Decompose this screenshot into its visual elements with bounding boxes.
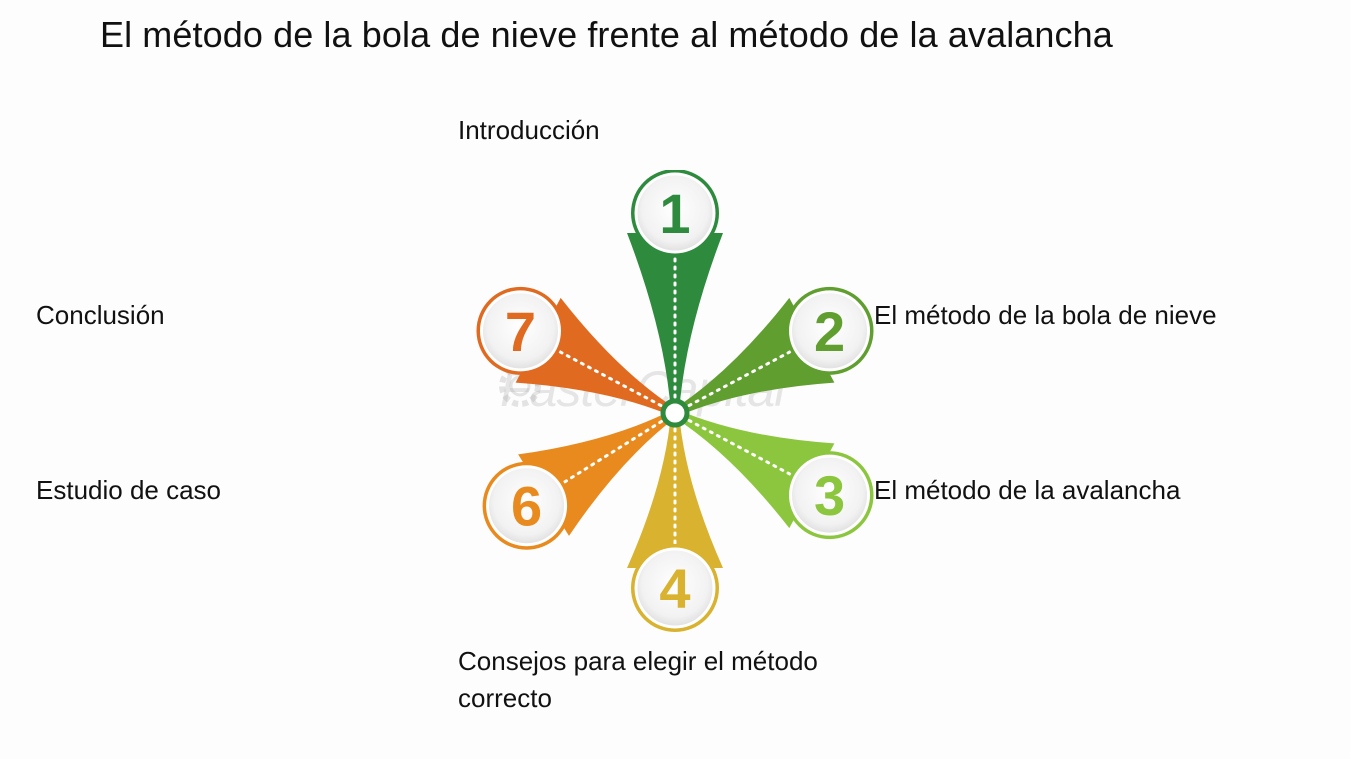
page-title: El método de la bola de nieve frente al … [100,14,1113,55]
connector-6 [559,411,677,487]
step-disc-6 [486,465,568,547]
connector-7 [554,348,677,415]
connector-3 [673,411,796,478]
step-disc-2 [789,290,871,372]
step-label-2: El método de la bola de nieve [874,300,1217,330]
step-disc-3 [789,454,871,536]
step-number-1: 1 [659,182,690,245]
petal-4 [627,413,723,568]
step-label-4: Consejos para elegir el método correcto [458,646,818,713]
step-number-2: 2 [814,300,845,363]
step-flower-diagram: 1 2 3 4 6 7 [476,170,874,632]
step-number-4: 4 [659,557,690,620]
step-number-7: 7 [505,300,536,363]
step-label-6: Estudio de caso [36,475,222,505]
step-number-6: 6 [511,475,542,538]
step-disc-7 [479,290,561,372]
step-disc-1 [634,172,716,254]
connector-2 [673,348,796,415]
step-number-3: 3 [814,464,845,527]
step-label-3: El método de la avalancha [874,475,1181,505]
step-disc-4 [634,547,716,629]
step-label-7: Conclusión [36,300,165,330]
center-hub [660,398,690,428]
step-label-1: Introducción [458,115,600,145]
